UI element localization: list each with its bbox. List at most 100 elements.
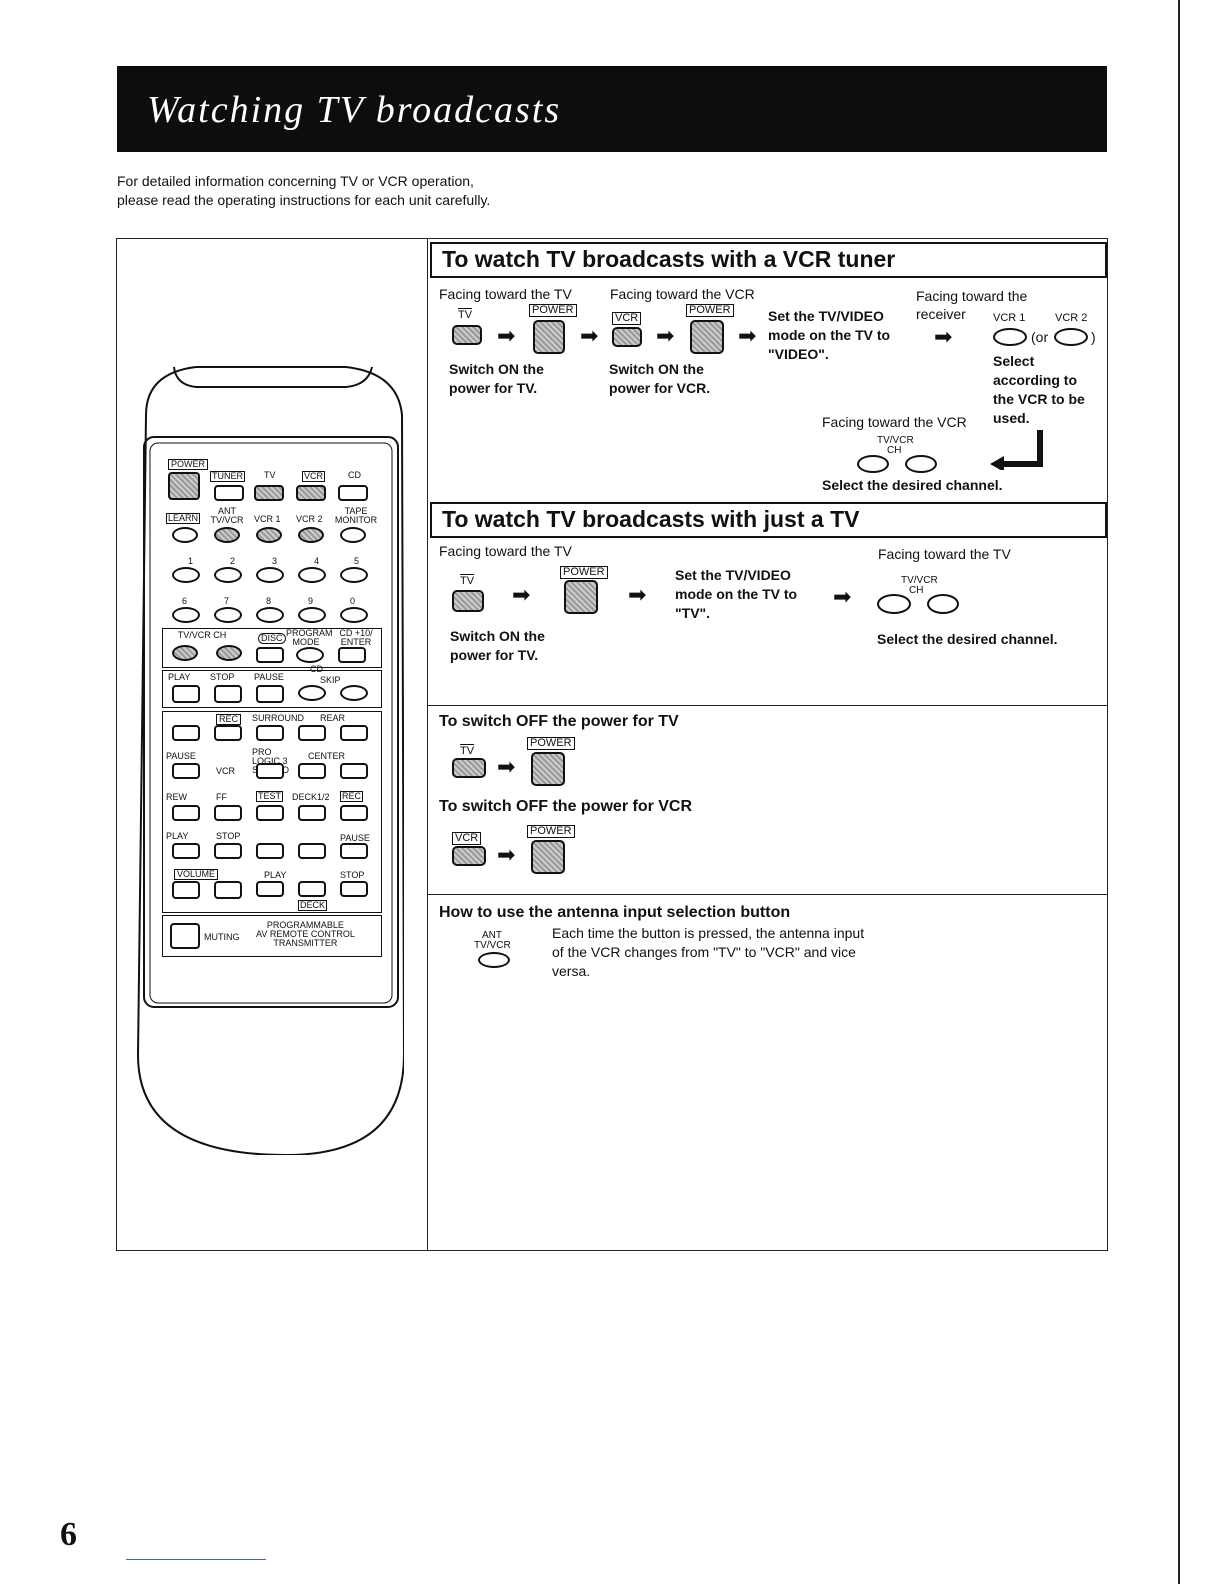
remote-deck-stop-label: STOP [340, 870, 365, 880]
switch-on-tv-line-2: power for TV. [449, 380, 538, 396]
antenna-desc-line-3: versa. [552, 963, 591, 979]
just-tv-ch-label: CH [909, 585, 924, 596]
remote-deck-pause-label: PAUSE [340, 833, 370, 843]
vcr1-label: VCR 1 [993, 312, 1026, 324]
remote-vcr-button [296, 485, 326, 501]
page-title: Watching TV broadcasts [147, 89, 562, 131]
remote-digit-label: 9 [308, 596, 314, 606]
remote-muting-button [170, 923, 200, 949]
set-tv-mode-line-3: "TV". [675, 605, 711, 621]
switch-off-tv-power-label: POWER [527, 737, 575, 750]
remote-rew-label: REW [166, 792, 187, 802]
arrow-icon: ➡ [497, 323, 516, 348]
remote-surround-button [256, 725, 284, 741]
remote-muting-label: MUTING [204, 932, 240, 942]
step1-tv-button [452, 325, 482, 345]
remote-pause-button [256, 685, 284, 703]
just-tv-heading: To watch TV broadcasts with just a TV [430, 502, 1107, 538]
switch-off-tv-heading: To switch OFF the power for TV [439, 713, 679, 730]
remote-stop-label: STOP [210, 672, 235, 682]
remote-volume-label: VOLUME [174, 869, 219, 880]
remote-row5-frame [162, 628, 382, 668]
remote-cd-label: CD [348, 470, 361, 480]
remote-vcr-pause-button [172, 763, 200, 779]
arrow-icon: ➡ [656, 323, 675, 348]
switch-off-vcr-label: VCR [452, 832, 482, 845]
remote-learn-label: LEARN [166, 513, 201, 524]
remote-bottom-frame [162, 915, 382, 957]
remote-vcr-rec-left-button [172, 725, 200, 741]
remote-cd-enter-label: CD +10/ ENTER [339, 628, 373, 647]
vcr-tuner-facing-vcr-2: Facing toward the VCR [822, 414, 967, 430]
remote-ant-button [214, 527, 240, 543]
vcr2-button [1054, 328, 1088, 346]
remote-deck-ff-button [298, 843, 326, 859]
remote-ff-label: FF [216, 792, 227, 802]
arrow-icon: ➡ [833, 584, 852, 609]
return-arrow-icon [990, 430, 1043, 470]
vcr-tuner-tvvcr-label: TV/VCR [877, 435, 914, 446]
vcr1-button [993, 328, 1027, 346]
arrow-icon: ➡ [497, 842, 516, 867]
remote-digit-label: 0 [350, 596, 356, 606]
remote-lower-frame [162, 711, 382, 913]
switch-on-vcr-line-2: power for VCR. [609, 380, 711, 396]
remote-digit-button [298, 607, 326, 623]
vcr2-label: VCR 2 [1055, 312, 1088, 324]
remote-ff-button [214, 805, 242, 821]
remote-digit-button [214, 607, 242, 623]
remote-deck-rec-button [340, 805, 368, 821]
remote-vcr-play-button [172, 843, 200, 859]
just-tv-tv-button [452, 590, 484, 612]
remote-volume-down-button [172, 881, 200, 899]
remote-deck12-button [298, 805, 326, 821]
remote-digit-label: 5 [354, 556, 360, 566]
remote-rec-label-2: REC [340, 791, 364, 802]
remote-vcr1-button [256, 527, 282, 543]
remote-tv-button [254, 485, 284, 501]
section-divider [428, 894, 1107, 895]
intro-line-1: For detailed information concerning TV o… [117, 173, 474, 189]
remote-digit-button [340, 607, 368, 623]
just-tv-facing-tv-2: Facing toward the TV [878, 546, 1011, 562]
remote-deck-play-label: PLAY [264, 870, 287, 880]
set-tv-mode-line-2: mode on the TV to [675, 586, 798, 602]
remote-vcr-stop-label: STOP [216, 831, 241, 841]
remote-stop-button [214, 685, 242, 703]
remote-tape-monitor-label: TAPE MONITOR [334, 506, 378, 525]
remote-model-line-2: AV REMOTE CONTROL [256, 929, 355, 939]
switch-on-vcr-text: Switch ON the power for VCR. [609, 360, 710, 398]
remote-center-plus-button [340, 763, 368, 779]
remote-rear-label: REAR [320, 713, 346, 723]
antenna-desc-line-2: of the VCR changes from "TV" to "VCR" an… [552, 944, 856, 960]
remote-digit-button [298, 567, 326, 583]
remote-vcr2-label: VCR 2 [296, 514, 323, 524]
arrow-icon: ➡ [497, 754, 516, 779]
remote-pause-label: PAUSE [254, 672, 284, 682]
remote-power-button [168, 472, 200, 500]
remote-deck-pause-button [340, 843, 368, 859]
remote-row6-frame [162, 670, 382, 708]
remote-model-text: PROGRAMMABLE AV REMOTE CONTROL TRANSMITT… [256, 921, 355, 948]
remote-power-label: POWER [168, 459, 209, 470]
remote-digit-label: 1 [188, 556, 194, 566]
antenna-tvvcr-label: TV/VCR [474, 940, 511, 951]
remote-digit-label: 8 [266, 596, 272, 606]
remote-digit-label: 7 [224, 596, 230, 606]
remote-digit-button [256, 607, 284, 623]
arrow-icon: ➡ [512, 582, 531, 607]
arrow-icon: ➡ [580, 323, 599, 348]
vcr-tuner-ch-down-button [857, 455, 889, 473]
switch-on-tv-text: Switch ON the power for TV. [449, 360, 544, 398]
remote-digit-label: 2 [230, 556, 236, 566]
remote-program-mode-label: PROGRAM MODE [286, 628, 333, 647]
intro-line-2: please read the operating instructions f… [117, 192, 491, 208]
remote-deck-stop-button [340, 881, 368, 897]
step2-power-button [690, 320, 724, 354]
set-tv-mode-line-1: Set the TV/VIDEO [675, 567, 791, 583]
remote-digit-label: 3 [272, 556, 278, 566]
vcr-tuner-select-channel: Select the desired channel. [822, 477, 1003, 493]
step2-vcr-button [612, 327, 642, 347]
remote-vcr-rec-button [214, 725, 242, 741]
switch-off-vcr-button [452, 846, 486, 866]
